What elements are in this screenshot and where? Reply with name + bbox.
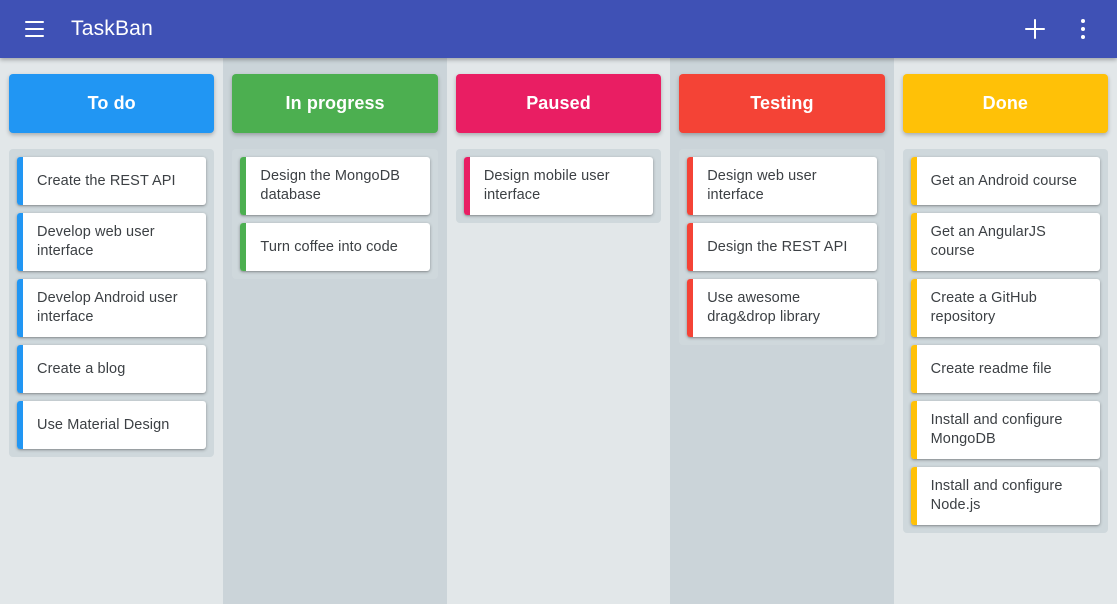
app-bar: TaskBan: [0, 0, 1117, 58]
dropzone-paused[interactable]: Design mobile user interface: [455, 149, 662, 223]
more-vertical-icon[interactable]: [1067, 9, 1099, 49]
task-card[interactable]: Create the REST API: [17, 157, 207, 205]
task-card[interactable]: Create a blog: [17, 345, 207, 393]
column-header-done[interactable]: Done: [902, 74, 1109, 133]
task-card-title: Create the REST API: [37, 172, 176, 189]
task-card-title: Create a GitHub repository: [930, 290, 1037, 325]
hamburger-bar: [24, 21, 44, 23]
column-header-paused[interactable]: Paused: [455, 74, 662, 133]
task-card-title: Develop Android user interface: [37, 290, 178, 325]
hamburger-bar: [24, 35, 44, 37]
column-title: To do: [87, 93, 136, 113]
hamburger-bar: [24, 28, 44, 30]
plus-icon[interactable]: [1015, 9, 1055, 49]
task-card-title: Install and configure MongoDB: [930, 412, 1063, 447]
app-title: TaskBan: [71, 17, 153, 40]
task-card[interactable]: Get an AngularJS course: [910, 213, 1101, 271]
column-todo: To do Create the REST API Develop web user…: [0, 58, 224, 604]
overflow-dot: [1081, 35, 1085, 39]
task-card-title: Get an Android course: [930, 172, 1078, 189]
task-card[interactable]: Turn coffee into code: [240, 223, 430, 271]
column-title: Testing: [750, 93, 814, 113]
task-card-title: Design the MongoDB database: [260, 168, 401, 203]
task-card-title: Design web user interface: [707, 168, 817, 203]
task-card-title: Use awesome drag&drop library: [707, 290, 821, 325]
task-card-title: Create readme file: [930, 360, 1052, 377]
overflow-dot: [1081, 19, 1085, 23]
column-header-in-progress[interactable]: In progress: [232, 74, 438, 133]
kanban-board: To do Create the REST API Develop web user…: [0, 58, 1117, 604]
dropzone-todo[interactable]: Create the REST API Develop web user inte…: [9, 149, 215, 457]
column-title: Paused: [526, 93, 591, 113]
task-card[interactable]: Get an Android course: [910, 157, 1101, 205]
task-card[interactable]: Create a GitHub repository: [910, 279, 1101, 337]
column-title: Done: [982, 93, 1029, 113]
task-card[interactable]: Install and configure Node.js: [910, 467, 1101, 525]
task-card-title: Create a blog: [37, 360, 126, 377]
task-card[interactable]: Develop web user interface: [17, 213, 207, 271]
task-card[interactable]: Design the REST API: [687, 223, 877, 271]
task-card[interactable]: Develop Android user interface: [17, 279, 207, 337]
task-card[interactable]: Install and configure MongoDB: [910, 401, 1101, 459]
column-header-todo[interactable]: To do: [9, 74, 215, 133]
task-card-title: Get an AngularJS course: [930, 224, 1046, 259]
task-card-title: Turn coffee into code: [260, 238, 398, 255]
column-title: In progress: [285, 93, 385, 113]
column-header-testing[interactable]: Testing: [679, 74, 885, 133]
task-card[interactable]: Create readme file: [910, 345, 1101, 393]
task-card[interactable]: Design mobile user interface: [463, 157, 654, 215]
task-card[interactable]: Use awesome drag&drop library: [687, 279, 877, 337]
task-card[interactable]: Design web user interface: [687, 157, 877, 215]
overflow-dot: [1081, 27, 1085, 31]
task-card[interactable]: Use Material Design: [17, 401, 207, 449]
task-card-title: Use Material Design: [37, 416, 170, 433]
task-card-title: Design mobile user interface: [483, 168, 610, 203]
task-card[interactable]: Design the MongoDB database: [240, 157, 430, 215]
task-card-title: Develop web user interface: [37, 224, 155, 259]
hamburger-menu-icon[interactable]: [16, 11, 52, 47]
task-card-title: Install and configure Node.js: [930, 478, 1063, 513]
task-card-title: Design the REST API: [707, 238, 848, 255]
